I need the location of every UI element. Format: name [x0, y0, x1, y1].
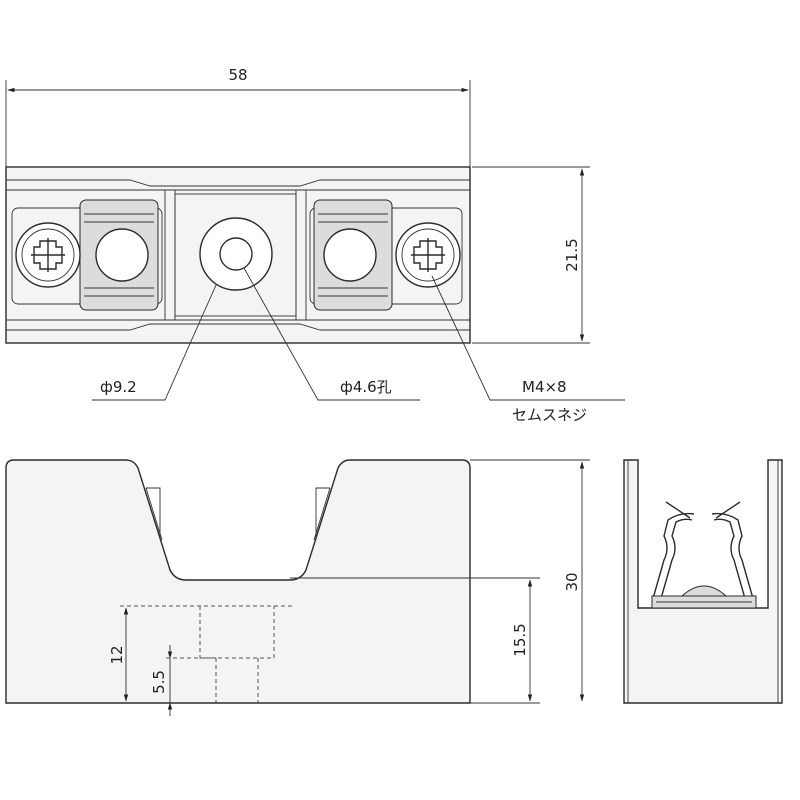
dim-step-label: 5.5 — [150, 670, 168, 694]
dim-height-front-label: 30 — [563, 572, 581, 591]
dim-height-top-label: 21.5 — [563, 238, 581, 271]
side-view — [623, 459, 783, 704]
callout-hole: ф4.6孔 — [340, 378, 392, 396]
dim-width-label: 58 — [228, 66, 247, 84]
callout-outer-dia: ф9.2 — [100, 378, 137, 396]
callout-screw-type: セムスネジ — [512, 406, 587, 424]
left-terminal-hole — [95, 228, 149, 282]
center-hole — [219, 237, 253, 271]
dim-hole-depth-label: 12 — [108, 645, 126, 664]
front-view: 12 5.5 15.5 30 — [5, 459, 590, 716]
callout-screw-size: M4×8 — [522, 378, 567, 396]
dim-groove-height-label: 15.5 — [511, 623, 529, 656]
right-terminal-hole — [323, 228, 377, 282]
top-view: 58 — [5, 66, 625, 424]
